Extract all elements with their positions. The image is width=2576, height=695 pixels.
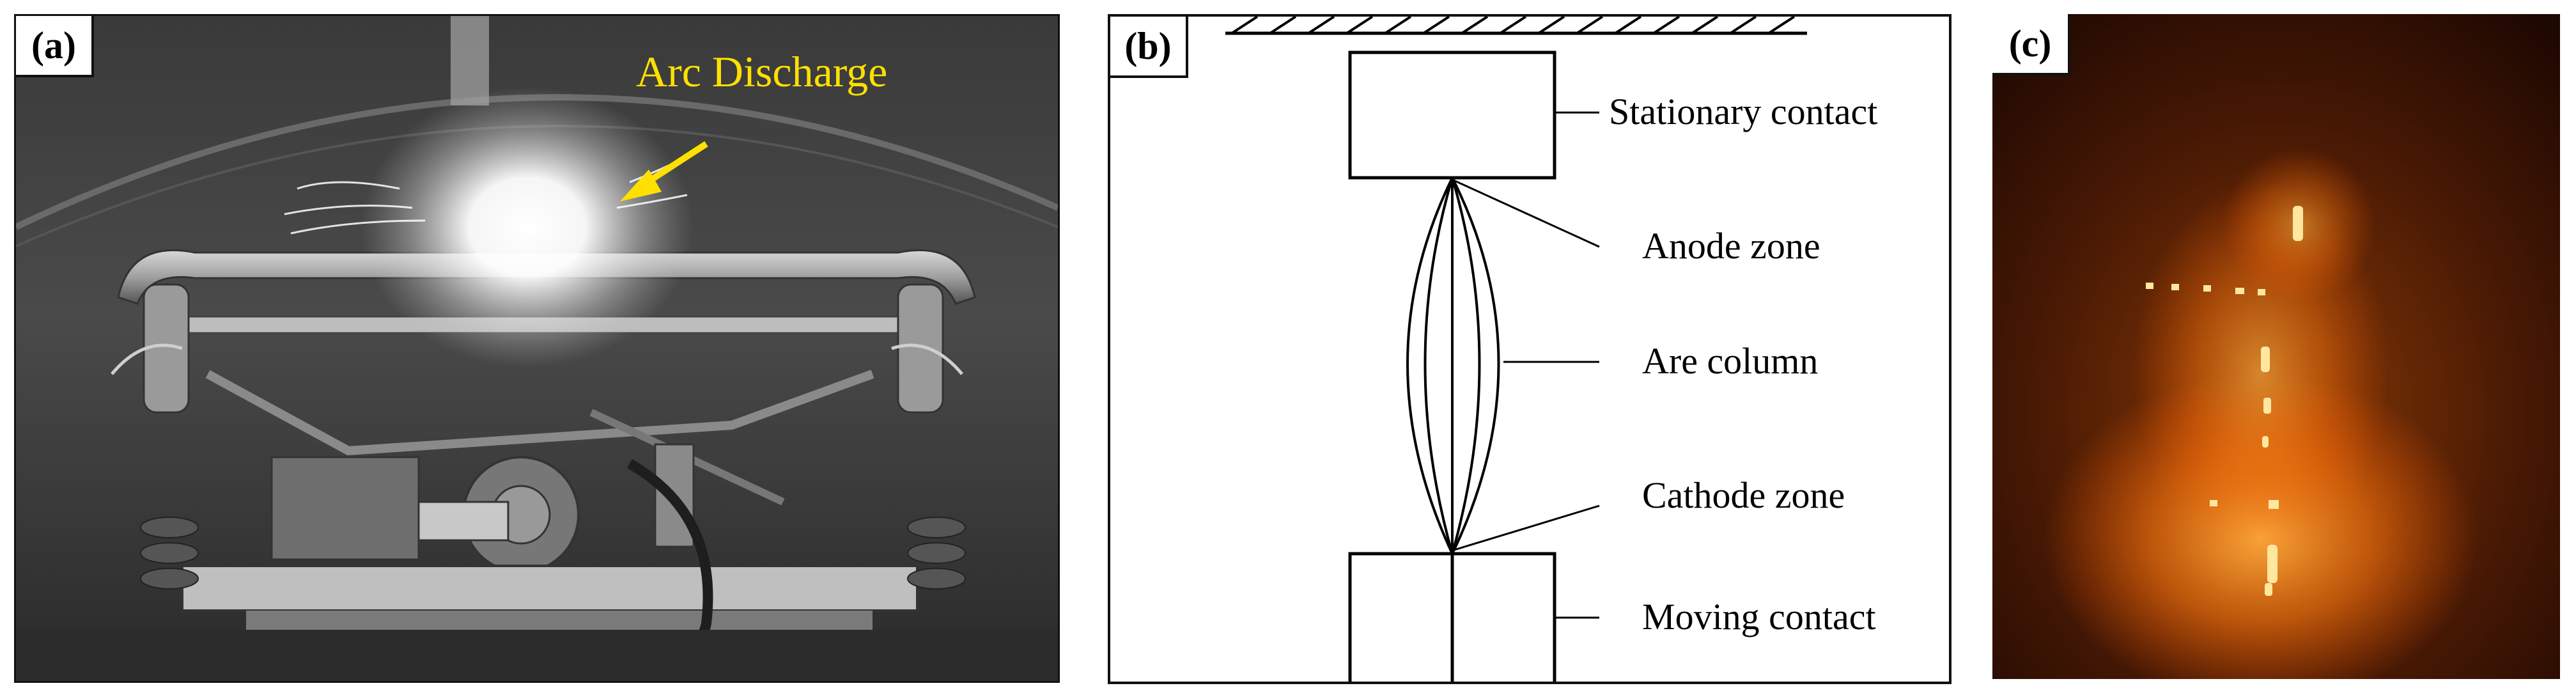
arc-schematic-diagram: Stationary contact Anode zone Are column… (1225, 17, 1877, 682)
ceiling-hatching (1230, 17, 1796, 35)
stationary-contact-label: Stationary contact (1609, 91, 1877, 132)
cathode-zone-label: Cathode zone (1642, 474, 1845, 516)
panel-c-photo: (c) (1992, 14, 2560, 679)
arc-discharge-annotation: Arc Discharge (636, 47, 887, 96)
pantograph-photo: Arc Discharge (16, 16, 1058, 681)
panel-a-photo: (a) (14, 14, 1060, 683)
callout-leaders (1452, 111, 1600, 619)
arc-column-lines (1406, 177, 1500, 554)
panel-b-schematic: (b) Stationar (1108, 14, 1951, 684)
panel-b-label: (b) (1110, 17, 1188, 78)
anode-zone-label: Anode zone (1642, 225, 1820, 267)
stationary-contact-box (1348, 51, 1556, 180)
panel-c-label: (c) (1992, 14, 2070, 75)
panel-a-label: (a) (16, 16, 94, 77)
moving-contact-label: Moving contact (1642, 596, 1876, 637)
arc-column-label: Are column (1642, 340, 1818, 382)
arc-glow-photo (1992, 14, 2560, 679)
